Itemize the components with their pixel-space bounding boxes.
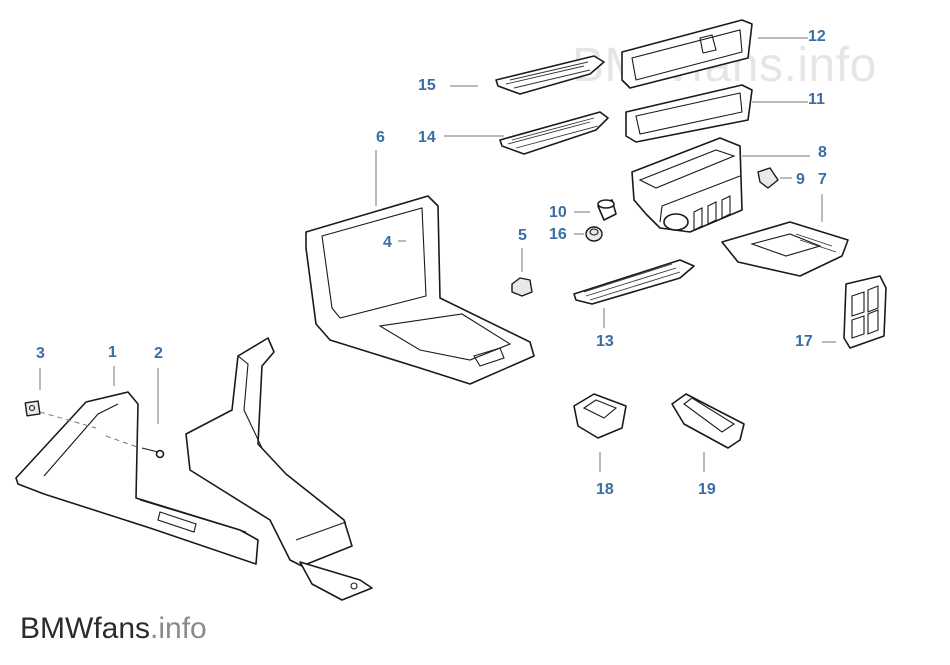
part-3-clip — [24, 400, 97, 429]
part-13-mat — [573, 259, 695, 305]
part-10-cap — [597, 199, 617, 221]
watermark-suffix: .info — [150, 612, 207, 645]
part-12-upper-tray — [621, 19, 753, 89]
callout-4: 4 — [383, 234, 392, 251]
part-14-mat — [499, 111, 609, 155]
callout-8: 8 — [818, 144, 827, 161]
part-18-cup — [573, 393, 627, 439]
callout-labels: 1 2 3 4 5 6 7 8 9 10 11 12 13 14 15 16 1… — [36, 28, 827, 498]
part-6-console-frame — [305, 195, 535, 385]
callout-11: 11 — [808, 91, 825, 108]
part-7-shift-plate — [721, 221, 849, 277]
callout-12: 12 — [808, 28, 826, 45]
part-11-tray — [625, 84, 753, 143]
part-2-screw — [105, 435, 165, 459]
part-16-grommet — [585, 226, 603, 242]
callout-6: 6 — [376, 129, 385, 146]
callout-1: 1 — [108, 344, 117, 361]
callout-9: 9 — [796, 171, 805, 188]
part-1-side-trim-left — [15, 391, 259, 565]
callout-15: 15 — [418, 77, 436, 94]
watermark-brand: BMWfans — [20, 612, 151, 645]
callout-18: 18 — [596, 481, 614, 498]
leader-lines — [39, 37, 836, 472]
part-8-console-body — [631, 137, 743, 233]
part-5-nut — [511, 277, 533, 297]
callout-17: 17 — [795, 333, 813, 350]
part-9-clip — [757, 167, 779, 189]
part-19-tray — [671, 393, 745, 449]
callout-19: 19 — [698, 481, 716, 498]
watermark-bottom: BMWfans.info — [20, 612, 207, 646]
part-15-mat — [495, 55, 605, 95]
callout-5: 5 — [518, 227, 527, 244]
callout-10: 10 — [549, 204, 567, 221]
callout-14: 14 — [418, 129, 436, 146]
part-17-switch-frame — [843, 275, 887, 349]
callout-7: 7 — [818, 171, 827, 188]
callout-2: 2 — [154, 345, 163, 362]
callout-13: 13 — [596, 333, 614, 350]
callout-3: 3 — [36, 345, 45, 362]
callout-16: 16 — [549, 226, 567, 243]
part-1-side-trim-right — [185, 337, 373, 601]
